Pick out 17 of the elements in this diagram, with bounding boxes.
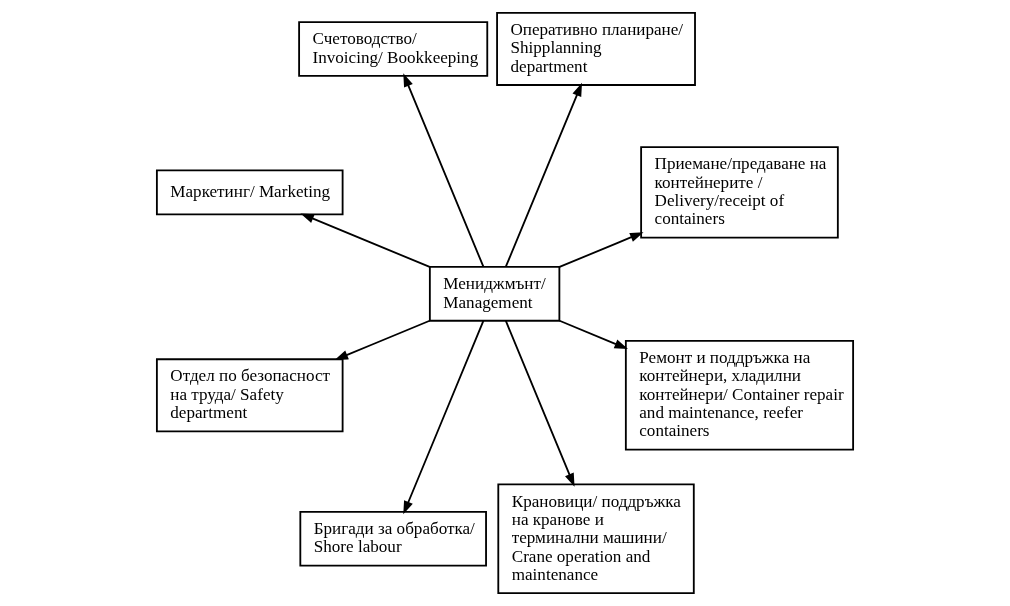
node-box: Ремонт и поддръжка на контейнери, хладилни контейнери/ Container repair and maintenance, reefer containers	[624, 339, 855, 451]
arrow	[403, 73, 485, 268]
node-box: Оперативно планиране/ Shipplanning department	[496, 12, 696, 86]
arrow	[558, 232, 644, 268]
node-box: Мениджмънт/ Management	[428, 266, 561, 322]
node-box: Бригади за обработка/ Shore labour	[299, 510, 487, 567]
arrow	[504, 320, 575, 487]
arrow	[558, 319, 628, 350]
arrow	[504, 82, 582, 268]
node-box: Отдел по безопасност на труда/ Safety department	[155, 358, 344, 433]
arrow	[334, 319, 431, 361]
node-box: Маркетинг/ Marketing	[155, 169, 344, 216]
arrow	[403, 320, 485, 515]
node-box: Приемане/предаване на контейнерите / Delivery/receipt of containers	[640, 146, 839, 239]
arrow	[300, 213, 431, 268]
node-box: Крановици/ поддръжка на кранове и терминални машини/ Crane operation and maintenance	[497, 483, 695, 594]
node-box: Счетоводство/ Invoicing/ Bookkeeping	[298, 21, 489, 77]
